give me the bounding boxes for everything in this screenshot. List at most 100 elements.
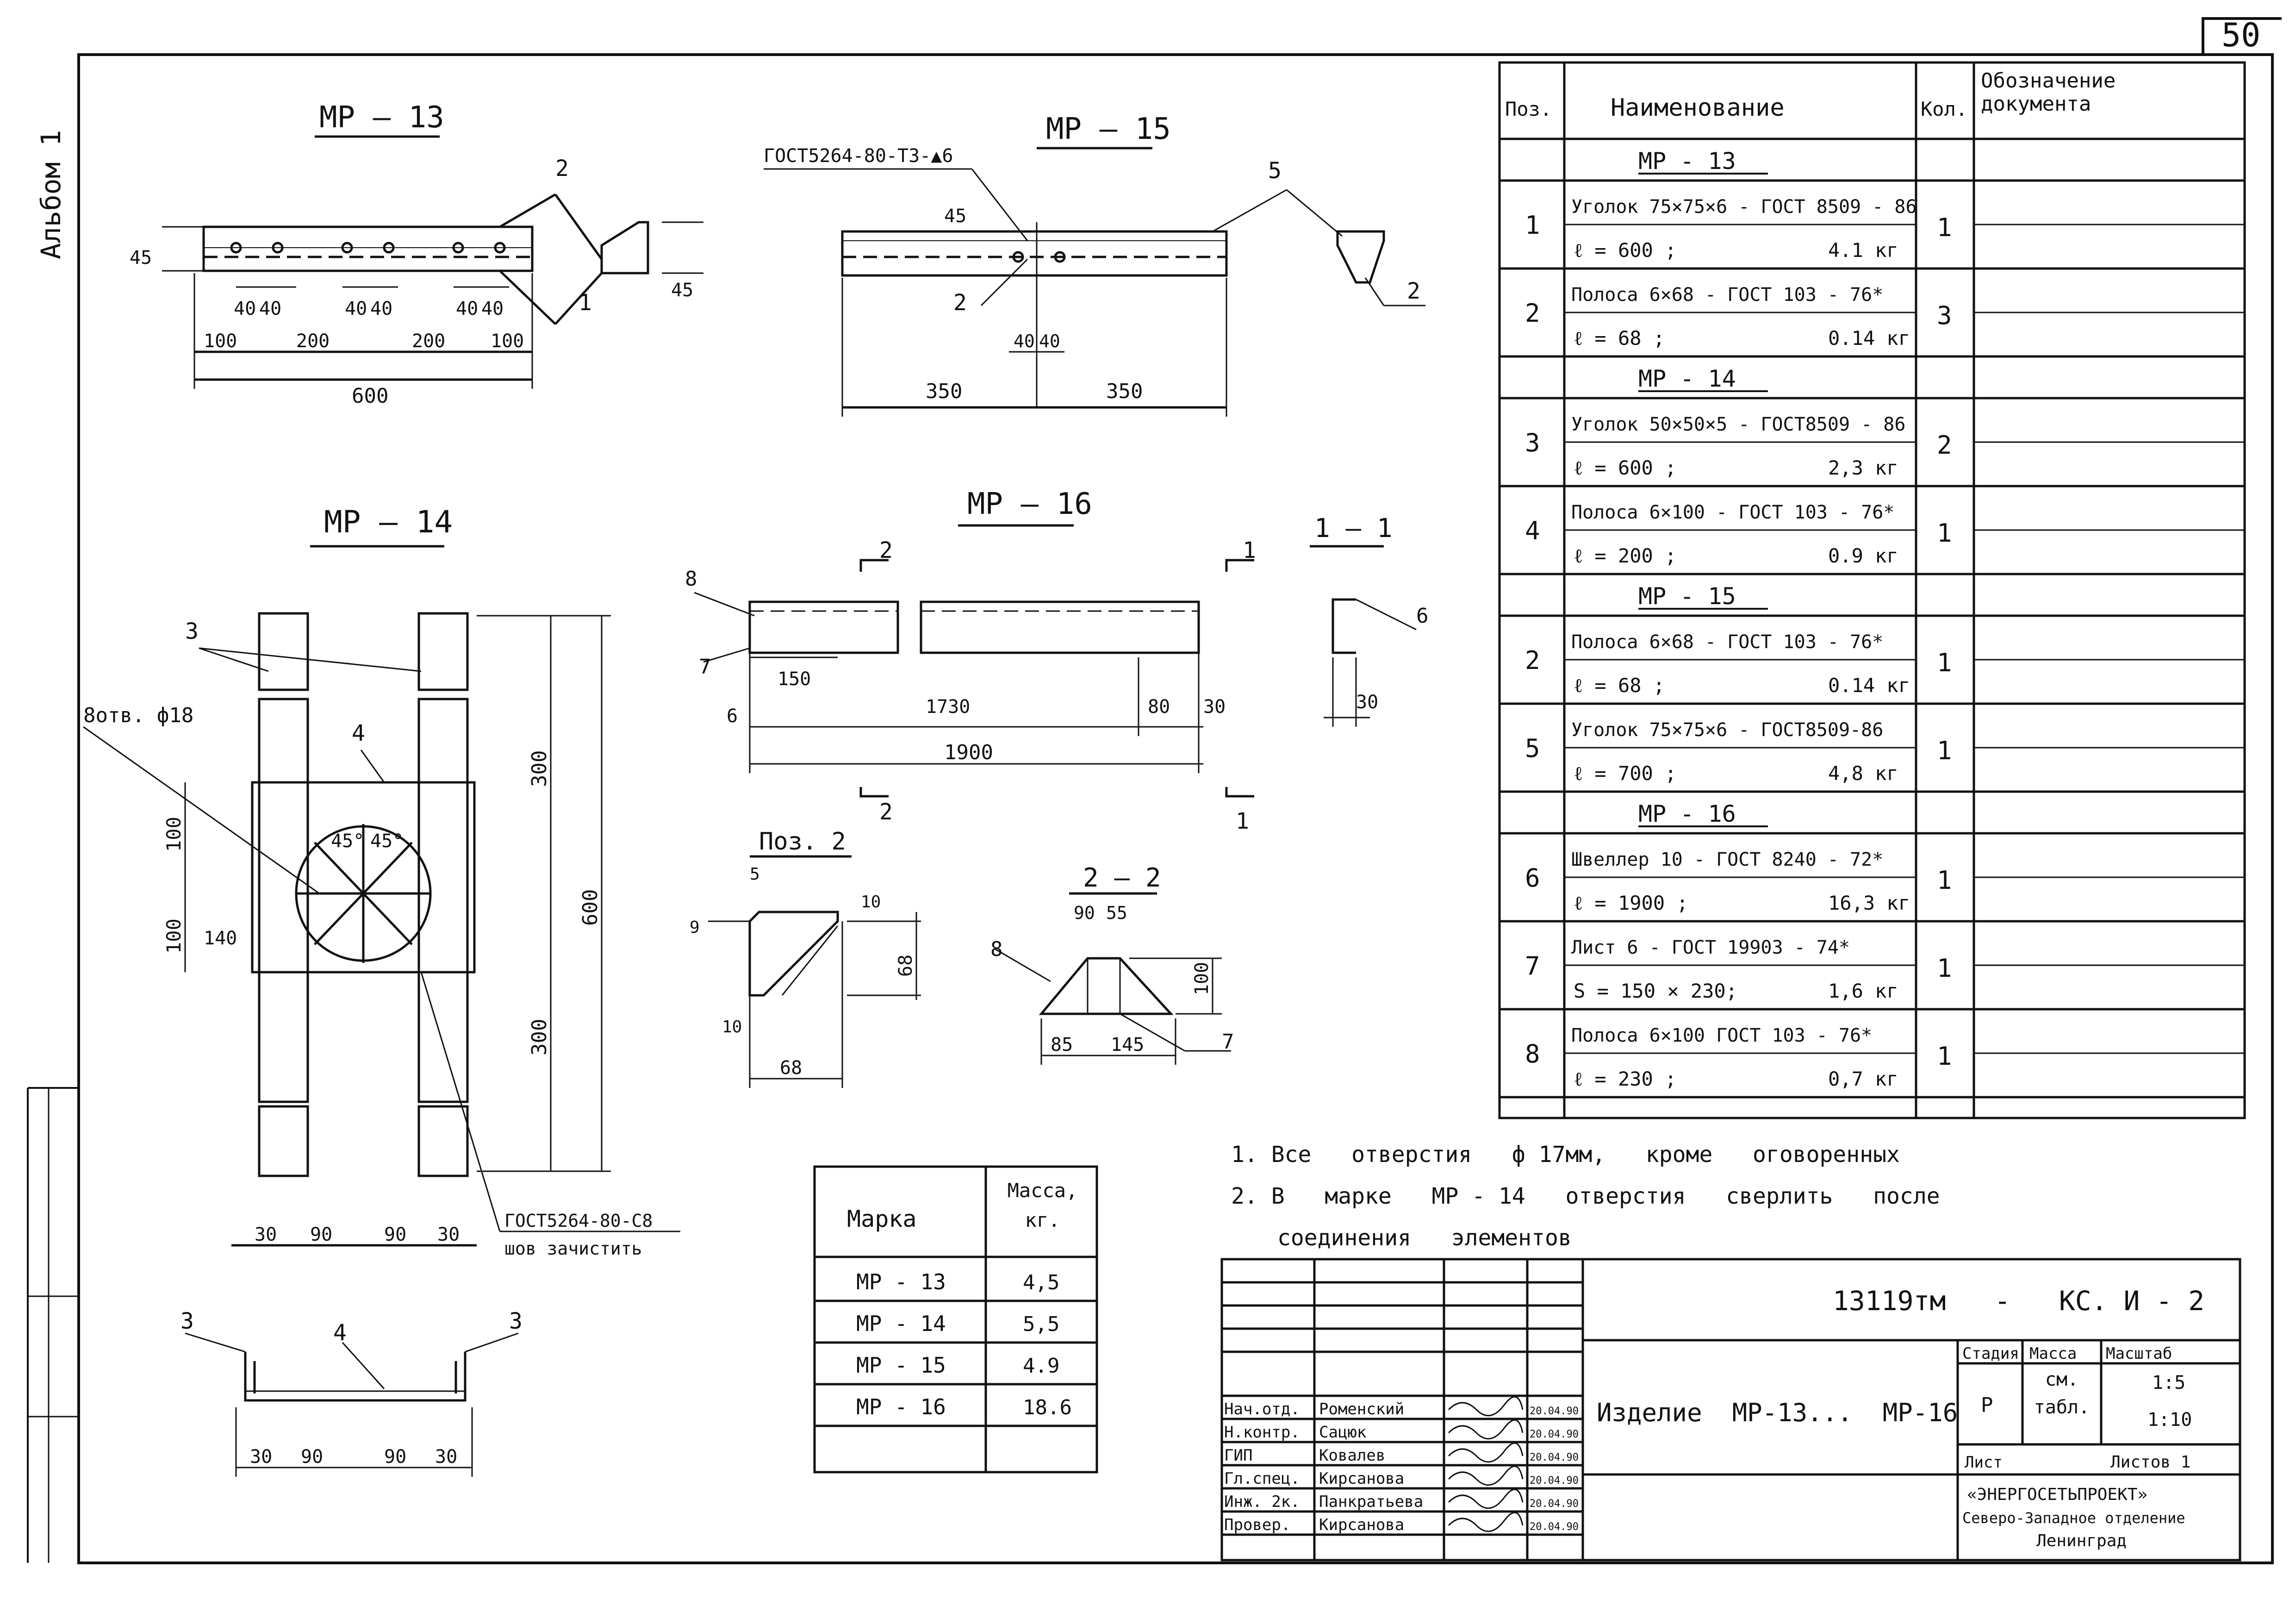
spec-qty: 1 — [1937, 1042, 1952, 1071]
staff-role: ГИП — [1224, 1446, 1252, 1465]
dim-label: 45 — [671, 280, 693, 301]
callout: 8 — [990, 937, 1003, 961]
spec-qty: 1 — [1937, 213, 1952, 242]
dim-label: 40 — [1039, 331, 1060, 351]
staff-role: Инж. 2к. — [1224, 1493, 1300, 1511]
section-mark: 1 — [1243, 537, 1256, 563]
view-mr14: МР – 14 8отв. — [83, 504, 680, 1259]
org-line-3: Ленинград — [2036, 1531, 2127, 1550]
spec-pos: 8 — [1525, 1039, 1540, 1068]
spec-name-line1: Уголок 50×50×5 - ГОСТ8509 - 86 — [1571, 414, 1905, 435]
spec-group-title: МР - 13 — [1638, 148, 1736, 175]
spec-pos: 5 — [1525, 734, 1540, 763]
mass-row-value: 18.6 — [1023, 1396, 1072, 1419]
spec-header-doc: Обозначение документа — [1981, 69, 2116, 116]
spec-length: ℓ = 600 ; — [1574, 239, 1676, 262]
dim-label: 100 — [1191, 962, 1213, 995]
staff-role: Провер. — [1224, 1516, 1290, 1534]
spec-length: S = 150 × 230; — [1574, 980, 1737, 1002]
view-pos2: Поз. 2 5 10 9 68 10 68 — [690, 828, 921, 1088]
spec-qty: 1 — [1937, 866, 1952, 895]
spec-length: ℓ = 230 ; — [1574, 1068, 1676, 1090]
mr13-title: МР – 13 — [319, 100, 444, 135]
dim-label: 600 — [579, 889, 602, 926]
signature — [1448, 1396, 1524, 1417]
spec-group-title: МР - 15 — [1638, 583, 1736, 610]
spec-length: ℓ = 600 ; — [1574, 456, 1676, 479]
spec-length: ℓ = 1900 ; — [1574, 892, 1688, 914]
dim-label: 30 — [435, 1446, 457, 1468]
mass-row-mark: МР - 16 — [856, 1394, 946, 1419]
dim-label: 55 — [1106, 903, 1127, 923]
note-line: соединения элементов — [1277, 1225, 1572, 1251]
sec22-title: 2 – 2 — [1083, 863, 1161, 893]
view-mr16: МР – 16 150 1730 80 30 6 1900 8 7 2 — [685, 487, 1256, 834]
dim-label: 90 — [301, 1446, 323, 1468]
signature — [1448, 1512, 1524, 1532]
mr16-title: МР – 16 — [967, 487, 1092, 521]
staff-name: Ковалев — [1319, 1446, 1385, 1465]
dim-label: 30 — [255, 1224, 277, 1245]
dim-label: 100 — [162, 918, 185, 954]
spec-pos: 1 — [1525, 211, 1540, 240]
mass-row-mark: МР - 15 — [856, 1353, 946, 1378]
spec-mass: 0,7 кг — [1828, 1068, 1898, 1090]
spec-qty: 2 — [1937, 431, 1952, 460]
spec-length: ℓ = 200 ; — [1574, 544, 1676, 567]
spec-length: ℓ = 68 ; — [1574, 327, 1665, 350]
spec-mass: 4,8 кг — [1828, 762, 1898, 785]
spec-qty: 3 — [1937, 301, 1952, 330]
mr15-title: МР – 15 — [1046, 112, 1171, 146]
spec-mass: 4.1 кг — [1828, 239, 1898, 262]
dim-label: 145 — [1111, 1034, 1144, 1056]
dim-label: 40 — [345, 298, 367, 319]
spec-pos: 4 — [1525, 516, 1540, 545]
dim-label: 140 — [204, 928, 237, 949]
staff-name: Сацюк — [1319, 1423, 1366, 1442]
callout: 3 — [185, 618, 199, 644]
staff-date: 20.04.90 — [1530, 1429, 1579, 1440]
spec-mass: 0.14 кг — [1828, 674, 1910, 697]
mr14-title: МР – 14 — [324, 504, 453, 540]
spec-name-line1: Швеллер 10 - ГОСТ 8240 - 72* — [1571, 849, 1883, 870]
mr14-weld-note: шов зачистить — [504, 1238, 642, 1259]
view-bottom-section: 30 90 90 30 3 4 3 — [180, 1308, 523, 1477]
spec-header-name: Наименование — [1611, 94, 1785, 122]
dim-label: 300 — [528, 1019, 551, 1056]
pos2-title: Поз. 2 — [759, 828, 846, 856]
dim-label: 10 — [861, 893, 881, 912]
sec11-title: 1 – 1 — [1314, 513, 1393, 543]
dim-label: 40 — [234, 298, 256, 319]
dim-label: 150 — [778, 668, 811, 690]
spec-mass: 1,6 кг — [1828, 980, 1898, 1002]
dim-label: 5 — [750, 865, 760, 884]
spec-name-line1: Уголок 75×75×6 - ГОСТ8509-86 — [1571, 719, 1883, 741]
mr14-holes: 8отв. ф18 — [83, 704, 193, 727]
dim-label: 40 — [370, 298, 392, 319]
mass-header-mark: Марка — [847, 1206, 917, 1232]
callout: 1 — [579, 290, 592, 316]
spec-name-line1: Полоса 6×100 - ГОСТ 103 - 76* — [1571, 502, 1894, 523]
spec-table: Поз. Наименование Кол. Обозначение докум… — [1498, 61, 2246, 1119]
dim-label: 30 — [1356, 692, 1378, 713]
dim-label: 600 — [352, 384, 388, 408]
spec-qty: 1 — [1937, 736, 1952, 765]
dim-label: 350 — [1106, 380, 1143, 403]
mr14-weld: ГОСТ5264-80-С8 — [504, 1211, 653, 1231]
spec-qty: 1 — [1937, 518, 1952, 548]
spec-name-line1: Полоса 6×68 - ГОСТ 103 - 76* — [1571, 631, 1883, 653]
callout: 2 — [1407, 278, 1420, 304]
album-label: Альбом 1 — [35, 130, 67, 259]
callout: 3 — [509, 1308, 523, 1334]
staff-date: 20.04.90 — [1530, 1521, 1579, 1533]
sheets-header: Листов 1 — [2110, 1453, 2190, 1472]
view-mr13: МР – 13 45 40 40 — [130, 100, 703, 408]
staff-name: Кирсанова — [1319, 1516, 1404, 1534]
callout: 4 — [333, 1320, 347, 1346]
mass-row-mark: МР - 13 — [856, 1269, 946, 1294]
mass-row-value: 5,5 — [1023, 1312, 1059, 1336]
dim-label: 100 — [162, 817, 185, 852]
scale-value-2: 1:10 — [2147, 1409, 2192, 1430]
dim-label: 200 — [412, 331, 445, 352]
